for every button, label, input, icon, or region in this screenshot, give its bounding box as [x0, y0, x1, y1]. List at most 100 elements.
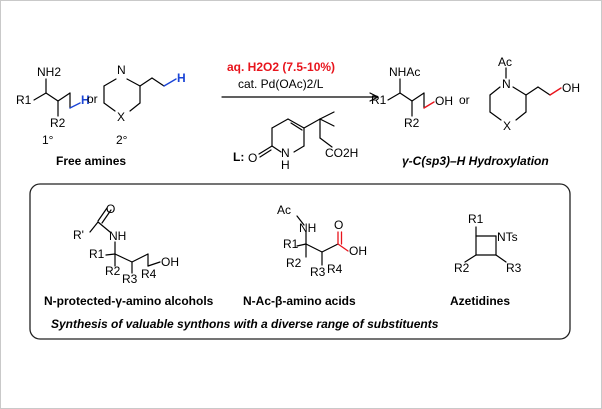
atom-oh: OH — [349, 244, 367, 258]
atom-r1: R1 — [89, 247, 105, 261]
bond — [271, 118, 289, 129]
bond — [147, 261, 161, 267]
bond — [525, 86, 539, 96]
atom-n: N — [281, 146, 290, 160]
atom-r1: R1 — [468, 212, 484, 226]
atom-h-blue: H — [177, 71, 186, 85]
bond — [259, 149, 272, 158]
or-label-2: or — [459, 93, 470, 107]
bond — [258, 145, 273, 155]
product-title: γ-C(sp3)–H Hydroxylation — [402, 154, 549, 168]
atom-nh: NH — [299, 221, 316, 235]
bond — [287, 118, 305, 129]
atom-o: O — [334, 218, 343, 232]
atom-r4: R4 — [141, 267, 157, 281]
bond — [399, 92, 413, 102]
application-label: N-protected-γ-amino alcohols — [44, 294, 214, 308]
bond — [303, 118, 321, 129]
bond — [103, 102, 116, 112]
atom-r2: R2 — [105, 264, 121, 278]
application-label: N-Ac-β-amino acids — [243, 294, 356, 308]
bond — [103, 78, 117, 87]
bond — [131, 253, 149, 263]
atom-r2: R2 — [50, 116, 66, 130]
bond — [293, 145, 305, 153]
ch-bond — [69, 102, 81, 109]
atom-nts: NTs — [497, 230, 518, 244]
atom-nhac: NHAc — [389, 65, 420, 79]
atom-r1: R1 — [16, 93, 32, 107]
bond — [387, 92, 401, 101]
bond — [151, 77, 165, 87]
bond — [105, 253, 116, 256]
bond — [537, 86, 551, 96]
bond — [114, 253, 133, 263]
bond — [464, 254, 477, 263]
bond — [45, 92, 59, 102]
bond — [319, 111, 335, 120]
bond — [290, 122, 303, 131]
atom-ac: Ac — [277, 203, 291, 217]
atom-r1: R1 — [283, 237, 299, 251]
atom-oh: OH — [435, 94, 453, 108]
atom-r2: R2 — [454, 261, 470, 275]
substrates-label: Free amines — [56, 154, 126, 168]
applications-summary: Synthesis of valuable synthons with a di… — [51, 317, 439, 331]
atom-rprime: R' — [73, 228, 84, 242]
atom-n: N — [117, 63, 126, 77]
bond — [512, 86, 527, 96]
atom-r4: R4 — [327, 262, 343, 276]
bond — [139, 77, 153, 87]
atom-ac: Ac — [498, 55, 512, 69]
atom-oh: OH — [161, 255, 179, 269]
application-label: Azetidines — [450, 294, 510, 308]
secondary-label: 2° — [116, 133, 128, 147]
bond — [296, 243, 307, 247]
primary-label: 1° — [42, 133, 54, 147]
bond — [97, 221, 111, 233]
atom-r3: R3 — [310, 265, 326, 279]
arrowhead — [369, 92, 379, 102]
atom-r2: R2 — [404, 116, 420, 130]
atom-o: O — [106, 202, 115, 216]
bond — [296, 215, 305, 226]
or-label-1: or — [87, 92, 98, 106]
bond — [129, 102, 141, 112]
bond — [489, 111, 502, 121]
atom-h: H — [281, 158, 290, 172]
bond — [126, 78, 141, 87]
atom-n: N — [502, 77, 511, 91]
atom-r1: R1 — [371, 93, 387, 107]
atom-x: X — [117, 110, 125, 124]
bond — [515, 111, 527, 121]
bond — [321, 243, 339, 253]
ch-bond — [163, 78, 177, 87]
condition-catalyst: cat. Pd(OAc)2/L — [238, 77, 324, 91]
bond — [97, 207, 108, 222]
bond — [489, 86, 501, 96]
bond — [33, 92, 47, 101]
atom-nh2: NH2 — [37, 65, 61, 79]
atom-r3: R3 — [506, 261, 522, 275]
bond — [89, 221, 99, 233]
atom-r2: R2 — [286, 256, 302, 270]
co-bond — [549, 87, 562, 96]
atom-x: X — [503, 119, 511, 133]
ligand-label: L: — [233, 150, 244, 164]
condition-oxidant: aq. H2O2 (7.5-10%) — [227, 60, 335, 74]
co-bond — [337, 243, 349, 252]
bond — [57, 92, 71, 102]
atom-r3: R3 — [122, 272, 138, 286]
atom-h-blue: H — [81, 93, 90, 107]
atom-co2h: CO2H — [325, 146, 358, 160]
atom-nh: NH — [109, 229, 126, 243]
atom-o: O — [248, 151, 257, 165]
co-bond — [423, 101, 435, 109]
bond — [411, 92, 425, 102]
bond — [305, 243, 323, 253]
atom-oh: OH — [562, 81, 580, 95]
bond — [319, 118, 335, 127]
bond — [271, 145, 282, 153]
